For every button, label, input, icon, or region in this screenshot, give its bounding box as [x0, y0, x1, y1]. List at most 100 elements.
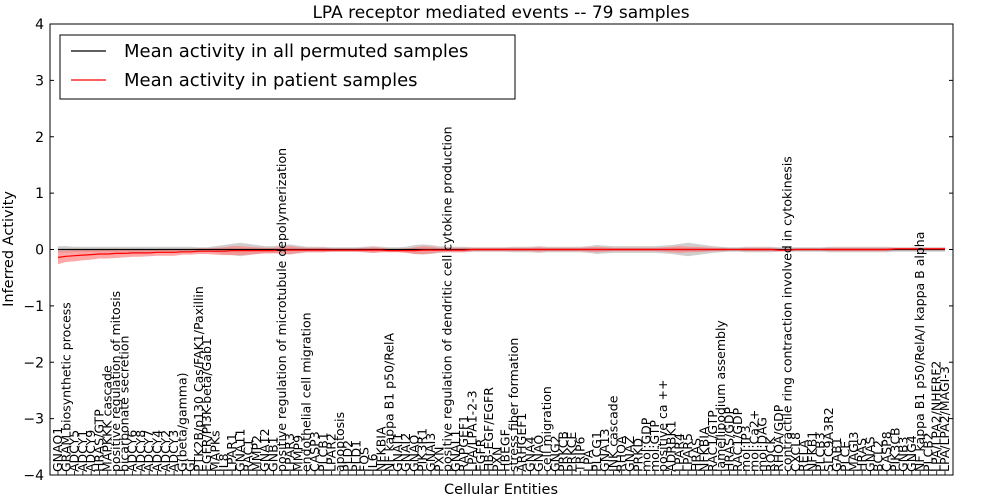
- x-tick-label: GNA12: [257, 428, 272, 472]
- x-tick-label: GNAI2: [398, 433, 413, 472]
- x-tick-label: GNAS: [862, 436, 877, 472]
- x-tick-label: NF kappa B1 p50/RelA/I kappa B alpha: [912, 232, 927, 472]
- chart-title: LPA receptor mediated events -- 79 sampl…: [312, 3, 689, 23]
- x-axis-label: Cellular Entities: [444, 482, 558, 498]
- x-tick-label: RAC1: [241, 439, 256, 472]
- x-tick-label: PLCB1: [315, 432, 330, 472]
- x-tick-label: CXCL8: [788, 432, 803, 472]
- x-tick-label: RAC1/GDP: [730, 407, 745, 472]
- x-tick-label: endothelial cell migration: [299, 312, 314, 472]
- x-tick-label: NFKB1: [804, 431, 819, 472]
- x-tick-label: ADCY4: [150, 430, 165, 472]
- x-tick-label: LPA/LPA1-2-3: [465, 390, 480, 472]
- x-tick-label: HRAS: [688, 438, 703, 472]
- x-tick-label: ADCY9: [83, 430, 98, 472]
- legend-label-permuted: Mean activity in all permuted samples: [124, 41, 468, 62]
- x-tick-label: LPA/LPA2/NHERF2: [929, 361, 944, 472]
- x-tick-label: GNA4: [523, 436, 538, 472]
- x-tick-label: GNAZ: [622, 436, 637, 472]
- x-tick-label: PIK3CB: [887, 427, 902, 472]
- x-tick-label: cell migration: [539, 386, 554, 472]
- x-tick-label: EGFR/PI3K-beta/Gab1: [199, 338, 214, 472]
- x-tick-label: IL6: [365, 453, 380, 472]
- x-tick-label: RAPGEF1: [456, 415, 471, 472]
- x-tick-label: GNAO1: [50, 427, 65, 472]
- x-tick-label: TRIP6: [572, 437, 587, 474]
- x-tick-label: positive regulation of mitosis: [108, 291, 123, 472]
- x-tick-label: LPAR2: [324, 433, 339, 472]
- x-tick-label: GNB1: [266, 436, 281, 472]
- x-tick-label: lamellipodium assembly: [713, 320, 728, 472]
- x-tick-label: Gi: [183, 459, 198, 472]
- x-tick-label: PLD1: [348, 440, 363, 472]
- x-tick-label: GNG4: [904, 435, 919, 472]
- y-tick-label: 2: [35, 130, 44, 146]
- x-tick-label: PIK3R1: [415, 428, 430, 472]
- x-tick-label: BCL2: [871, 440, 886, 472]
- x-tick-label: NFKBIA: [373, 426, 388, 472]
- x-tick-label: PRKD: [630, 438, 645, 472]
- x-tick-label: GNB3: [896, 436, 911, 472]
- x-tick-label: GNA13: [597, 428, 612, 472]
- series-line-patient: [57, 248, 945, 258]
- x-tick-label: RAC1/GTP: [705, 410, 720, 472]
- x-tick-label: PLD2: [340, 440, 355, 472]
- x-tick-label: positive ca ++: [655, 379, 670, 471]
- x-tick-label: GNAO: [531, 435, 546, 472]
- legend-box: [59, 34, 516, 100]
- y-tick-label: 4: [35, 17, 44, 33]
- x-tick-label: HRAS/GDP: [722, 406, 737, 472]
- x-tick-label: GNG2: [547, 435, 562, 472]
- x-tick-label: ARHGEF1: [514, 413, 529, 472]
- x-tick-label: MAPKs: [208, 430, 223, 472]
- y-tick-label: 3: [35, 73, 44, 89]
- y-tick-label: 1: [35, 186, 44, 202]
- x-tick-label: PLCE: [838, 441, 853, 472]
- x-tick-label: HB-EGF/EGFR: [481, 387, 496, 472]
- x-tick-label: ADRBK1: [663, 420, 678, 472]
- x-tick-label: ADCY6: [125, 430, 140, 472]
- x-tick-label: JNK cascade: [605, 395, 620, 473]
- y-tick-label: −4: [23, 468, 44, 484]
- x-tick-label: contractile ring contraction involved in…: [780, 156, 795, 472]
- x-tick-label: G(beta/gamma): [174, 373, 189, 472]
- x-tick-label: bicarbonate secretion: [116, 336, 131, 472]
- x-tick-label: RELA: [796, 439, 811, 472]
- x-tick-label: ADCY2: [158, 430, 173, 472]
- x-tick-label: IL8: [216, 453, 231, 472]
- x-tick-label: ADCY8: [133, 430, 148, 472]
- x-tick-label: PLCB2: [920, 432, 935, 472]
- x-tick-label: LPAR3: [282, 433, 297, 472]
- x-tick-label: FOS: [357, 447, 372, 472]
- x-tick-label: PLCG1: [589, 431, 604, 472]
- x-tick-label: ROCK: [763, 436, 778, 472]
- x-tick-label: GNAQ: [407, 435, 422, 472]
- x-tick-label: PTK2B/p130 Cas/FAK1/Paxillin: [191, 286, 206, 472]
- y-tick-label: 0: [35, 243, 44, 259]
- x-tick-label: LPAR1: [224, 433, 239, 472]
- x-tick-label: PRKCE: [564, 432, 579, 472]
- x-tick-label: mol:Ca2+: [746, 410, 761, 472]
- y-tick-label: −1: [23, 299, 44, 315]
- x-tick-label: ADCY3: [166, 430, 181, 472]
- x-tick-label: CASP3: [307, 431, 322, 472]
- x-tick-label: mol:GTP: [647, 420, 662, 472]
- legend: Mean activity in all permuted samples Me…: [59, 34, 516, 100]
- x-tick-label: mol:GDP: [639, 417, 654, 472]
- x-tick-label: MMP2: [249, 435, 264, 472]
- x-tick-label: NF kappa B1 p50/RelA: [382, 332, 397, 472]
- x-tick-label: HRAS/GTP: [91, 409, 106, 472]
- x-tick-label: GNA11: [232, 429, 247, 473]
- x-tick-label: GNAI1: [390, 433, 405, 472]
- y-axis-label: Inferred Activity: [1, 191, 17, 307]
- x-tick-label: mol:IP3: [738, 425, 753, 472]
- x-tick-label: stress fiber formation: [506, 338, 521, 472]
- x-tick-label: mol:DAG: [755, 417, 770, 472]
- x-tick-label: LPA/LPA2/MAGI-3: [937, 366, 952, 472]
- x-tick-label: LPA: [581, 449, 596, 472]
- x-tick-label: PRKCB: [556, 431, 571, 472]
- x-tick-label: PLCB3: [813, 432, 828, 472]
- x-tick-label: GNAL1: [448, 429, 463, 472]
